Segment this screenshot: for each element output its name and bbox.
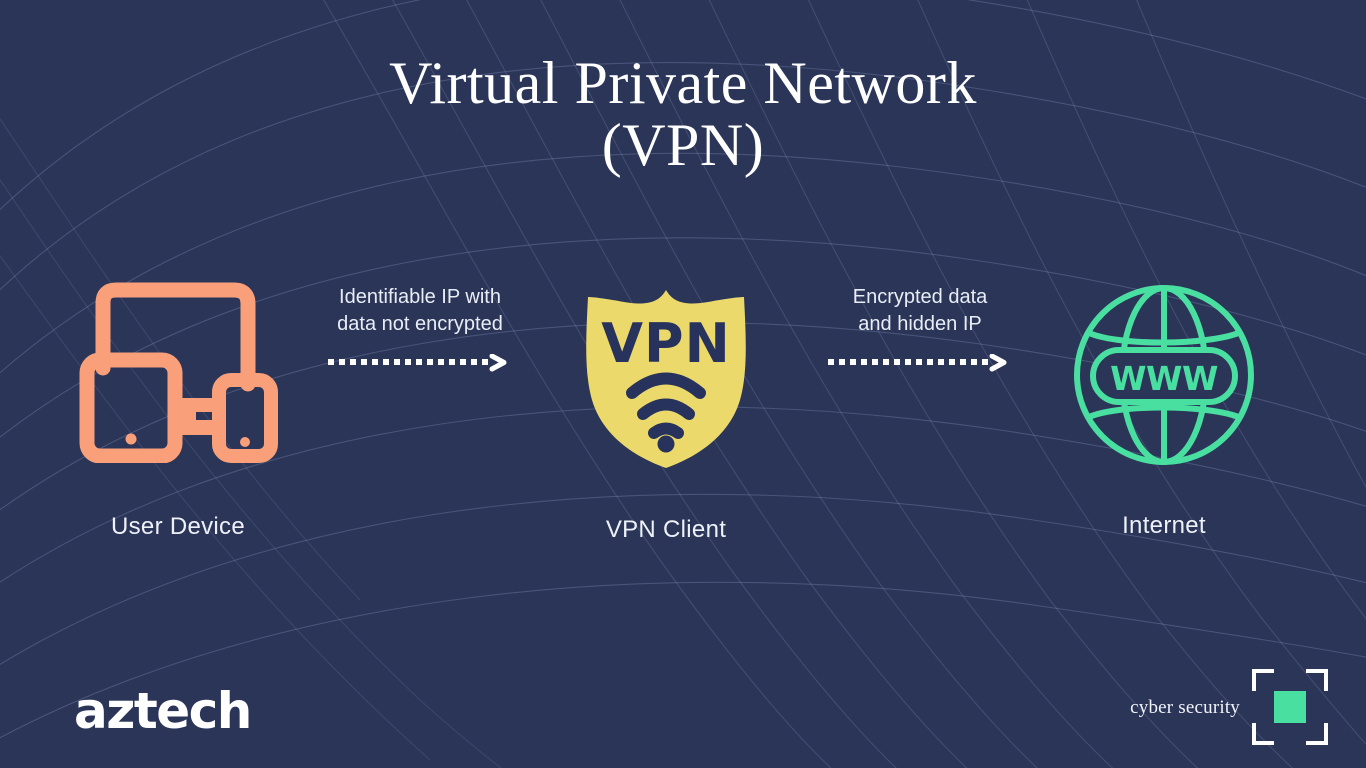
connector-2-line-2: and hidden IP: [858, 313, 982, 335]
dotted-arrow-right-icon: [828, 354, 1007, 372]
connector-2-line-1: Encrypted data: [852, 286, 988, 308]
corner-bracket-frame-icon: [1252, 669, 1328, 745]
slide-title: Virtual Private Network (VPN): [0, 52, 1366, 176]
connector-device-to-vpn: Identifiable IP with data not encrypted: [295, 284, 545, 372]
node-label-internet: Internet: [1122, 512, 1206, 539]
diagram-node-user-device: User Device: [58, 278, 298, 541]
connector-vpn-to-internet: Encrypted data and hidden IP: [795, 284, 1045, 372]
devices-icon: [79, 282, 278, 463]
vpn-shield-icon: VPN: [586, 290, 746, 468]
vpn-shield-label: VPN: [601, 312, 731, 375]
node-label-vpn-client: VPN Client: [605, 516, 727, 543]
slide-title-line-2: (VPN): [601, 112, 765, 178]
diagram-node-vpn-client: VPN VPN Client: [546, 276, 786, 544]
globe-www-label: WWW: [1110, 359, 1218, 398]
diagram-node-internet: WWW Internet: [1044, 280, 1284, 540]
globe-www-icon: WWW: [1074, 285, 1254, 465]
connector-1-line-2: data not encrypted: [337, 313, 503, 335]
dotted-arrow-right-icon: [328, 354, 507, 372]
green-square-mark: [1274, 691, 1306, 723]
connector-1-line-1: Identifiable IP with: [339, 286, 501, 308]
footer-tagline: cyber security: [1130, 697, 1240, 718]
node-label-user-device: User Device: [111, 513, 245, 540]
slide-title-line-1: Virtual Private Network: [389, 50, 977, 116]
aztech-brand-logo: aztech: [74, 682, 252, 740]
